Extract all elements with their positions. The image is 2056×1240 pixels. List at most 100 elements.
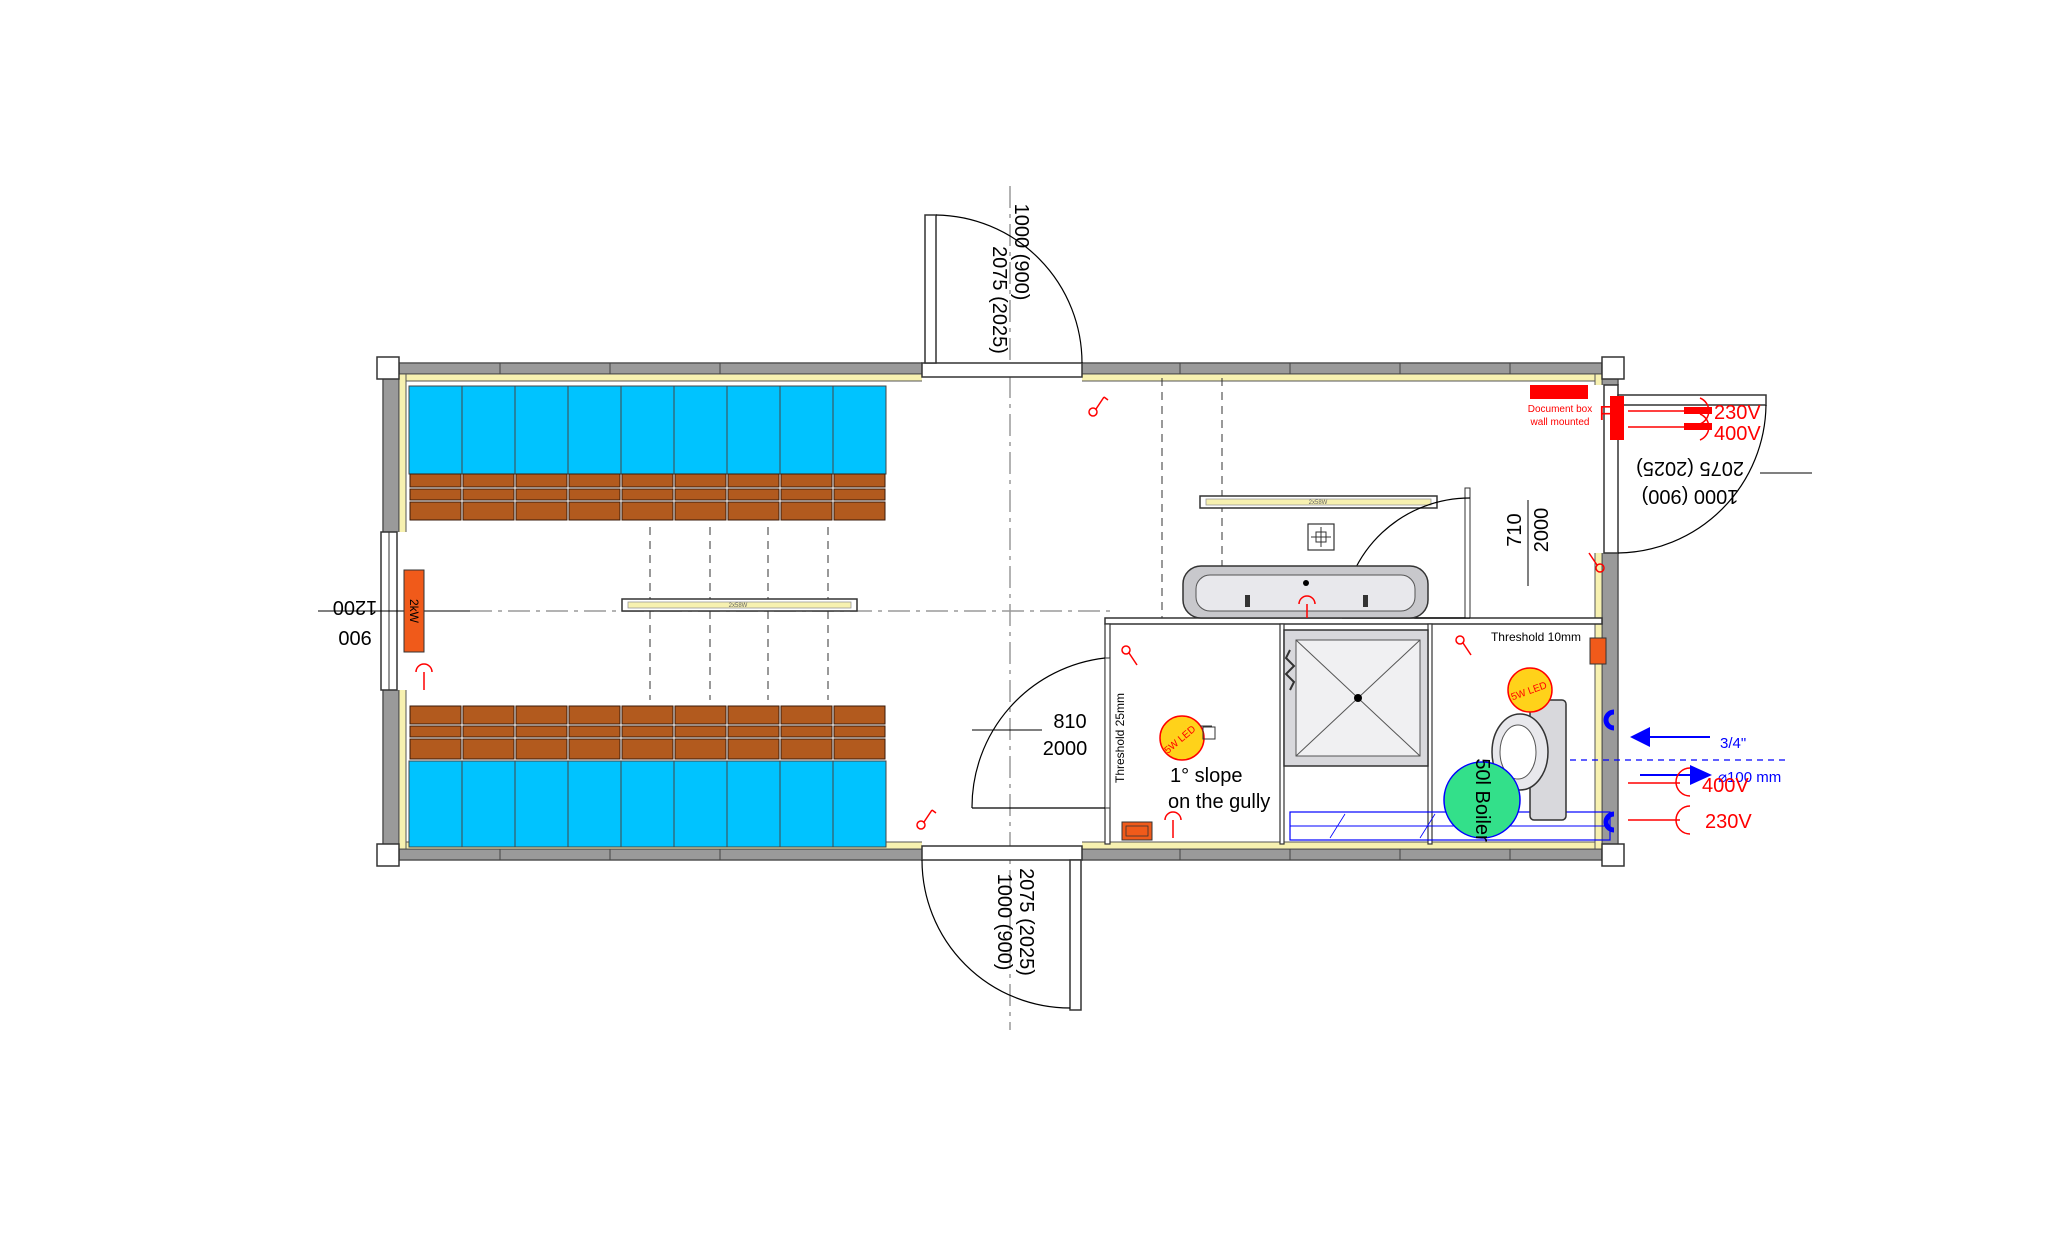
bench-slat <box>674 705 727 725</box>
bench-slat <box>409 725 462 738</box>
locker <box>567 385 622 475</box>
locker-row-top <box>408 385 887 475</box>
window-height-label: 900 <box>338 626 371 648</box>
light-fixture-right: 2x58W <box>1199 495 1438 509</box>
bench-slat <box>568 501 621 521</box>
bench-slat <box>462 738 515 760</box>
bench-slat <box>621 725 674 738</box>
bench-slat <box>462 705 515 725</box>
bench-slat <box>674 725 727 738</box>
bench-slat <box>515 501 568 521</box>
bench-slat <box>780 473 833 488</box>
door-bottom-width-label: 1000 (900) <box>993 874 1015 971</box>
bench-slat <box>833 725 886 738</box>
door-wc-height-label: 2000 <box>1531 508 1553 553</box>
door-wc: 710 2000 Threshold 10mm <box>1341 487 1581 644</box>
bench-slat <box>515 725 568 738</box>
door-right-width-label: 1000 (900) <box>1642 485 1739 507</box>
bench-slat <box>568 473 621 488</box>
bench-slat <box>780 725 833 738</box>
bench-slat <box>621 705 674 725</box>
locker-row-bottom <box>408 760 887 848</box>
boiler-label: 50l Boiler <box>1471 758 1493 842</box>
locker <box>832 385 887 475</box>
window: 1200 900 <box>318 531 490 691</box>
locker <box>514 385 569 475</box>
bench-slat <box>409 473 462 488</box>
water-connection-icon <box>1603 811 1615 833</box>
bench-slat <box>621 738 674 760</box>
bench-slat <box>780 738 833 760</box>
locker <box>461 385 516 475</box>
bench-slat <box>621 473 674 488</box>
double-sink <box>1182 565 1429 619</box>
bench-slat <box>409 705 462 725</box>
bench-top <box>409 473 886 521</box>
switch-icon <box>1455 635 1472 656</box>
bench-slat <box>409 738 462 760</box>
bench-slat <box>727 501 780 521</box>
light-fixture-center: 2x58W <box>621 598 858 612</box>
power-supply-top: 230V 400V <box>1610 396 1761 445</box>
bench-slat <box>833 473 886 488</box>
switch-symbols <box>415 396 1605 838</box>
door-shower-threshold: Threshold 25mm <box>1113 693 1127 783</box>
heater: 2kW <box>403 569 425 653</box>
bench-slat <box>462 501 515 521</box>
light-fixture-label: 2x58W <box>729 603 748 609</box>
bench-slat <box>621 501 674 521</box>
bench-slat <box>409 501 462 521</box>
bench-slat <box>462 725 515 738</box>
window-width-label: 1200 <box>333 596 378 618</box>
light-fixture-label: 2x58W <box>1309 500 1328 506</box>
heater-label: 2kW <box>407 599 421 624</box>
bench-slat <box>568 738 621 760</box>
bench-slat <box>515 473 568 488</box>
bench-slat <box>727 705 780 725</box>
bench-slat <box>780 488 833 501</box>
shower-note: 1° slope on the gully <box>1168 765 1270 813</box>
bench-slat <box>674 473 727 488</box>
locker <box>408 385 463 475</box>
drain-label: ⌀100 mm <box>1718 769 1781 786</box>
shower-note-line2: on the gully <box>1168 791 1270 813</box>
bench-slat <box>780 501 833 521</box>
locker <box>620 385 675 475</box>
bench-slat <box>674 738 727 760</box>
boiler: 50l Boiler <box>1443 758 1521 842</box>
bench-slat <box>515 738 568 760</box>
door-shower: 810 2000 Threshold 25mm <box>971 657 1127 809</box>
bench-slat <box>780 705 833 725</box>
bench-slat <box>568 705 621 725</box>
bench-slat <box>409 488 462 501</box>
shower-note-line1: 1° slope <box>1170 765 1243 787</box>
fuse-box-note-line2: wall mounted <box>1530 417 1590 428</box>
bench-slat <box>727 738 780 760</box>
bench-slat <box>833 501 886 521</box>
drain-arrow-icon <box>1690 765 1712 785</box>
door-top-width-label: 1000 (900) <box>1010 204 1032 301</box>
door-bottom: 1000 (900) 2075 (2025) <box>921 845 1083 1011</box>
power-230v-label: 230V <box>1714 402 1761 424</box>
power-230v-label: 230V <box>1705 811 1752 833</box>
bench-slat <box>568 488 621 501</box>
socket-icon <box>1298 595 1316 618</box>
door-wc-threshold: Threshold 10mm <box>1491 630 1581 644</box>
power-400v-label: 400V <box>1714 423 1761 445</box>
bench-bottom <box>409 705 886 760</box>
power-400v-label: 400V <box>1702 775 1749 797</box>
water-connection-icon <box>1603 709 1615 731</box>
locker <box>779 760 834 848</box>
locker <box>832 760 887 848</box>
locker <box>620 760 675 848</box>
locker <box>726 760 781 848</box>
socket-icon <box>1164 811 1182 838</box>
bench-slat <box>727 488 780 501</box>
water-supply-label: 3/4" <box>1720 735 1746 752</box>
bench-slat <box>674 501 727 521</box>
water-supply-arrow-icon <box>1630 727 1650 747</box>
door-top-height-label: 2075 (2025) <box>988 246 1010 354</box>
bench-slat <box>621 488 674 501</box>
bench-slat <box>727 473 780 488</box>
bench-slat <box>568 725 621 738</box>
